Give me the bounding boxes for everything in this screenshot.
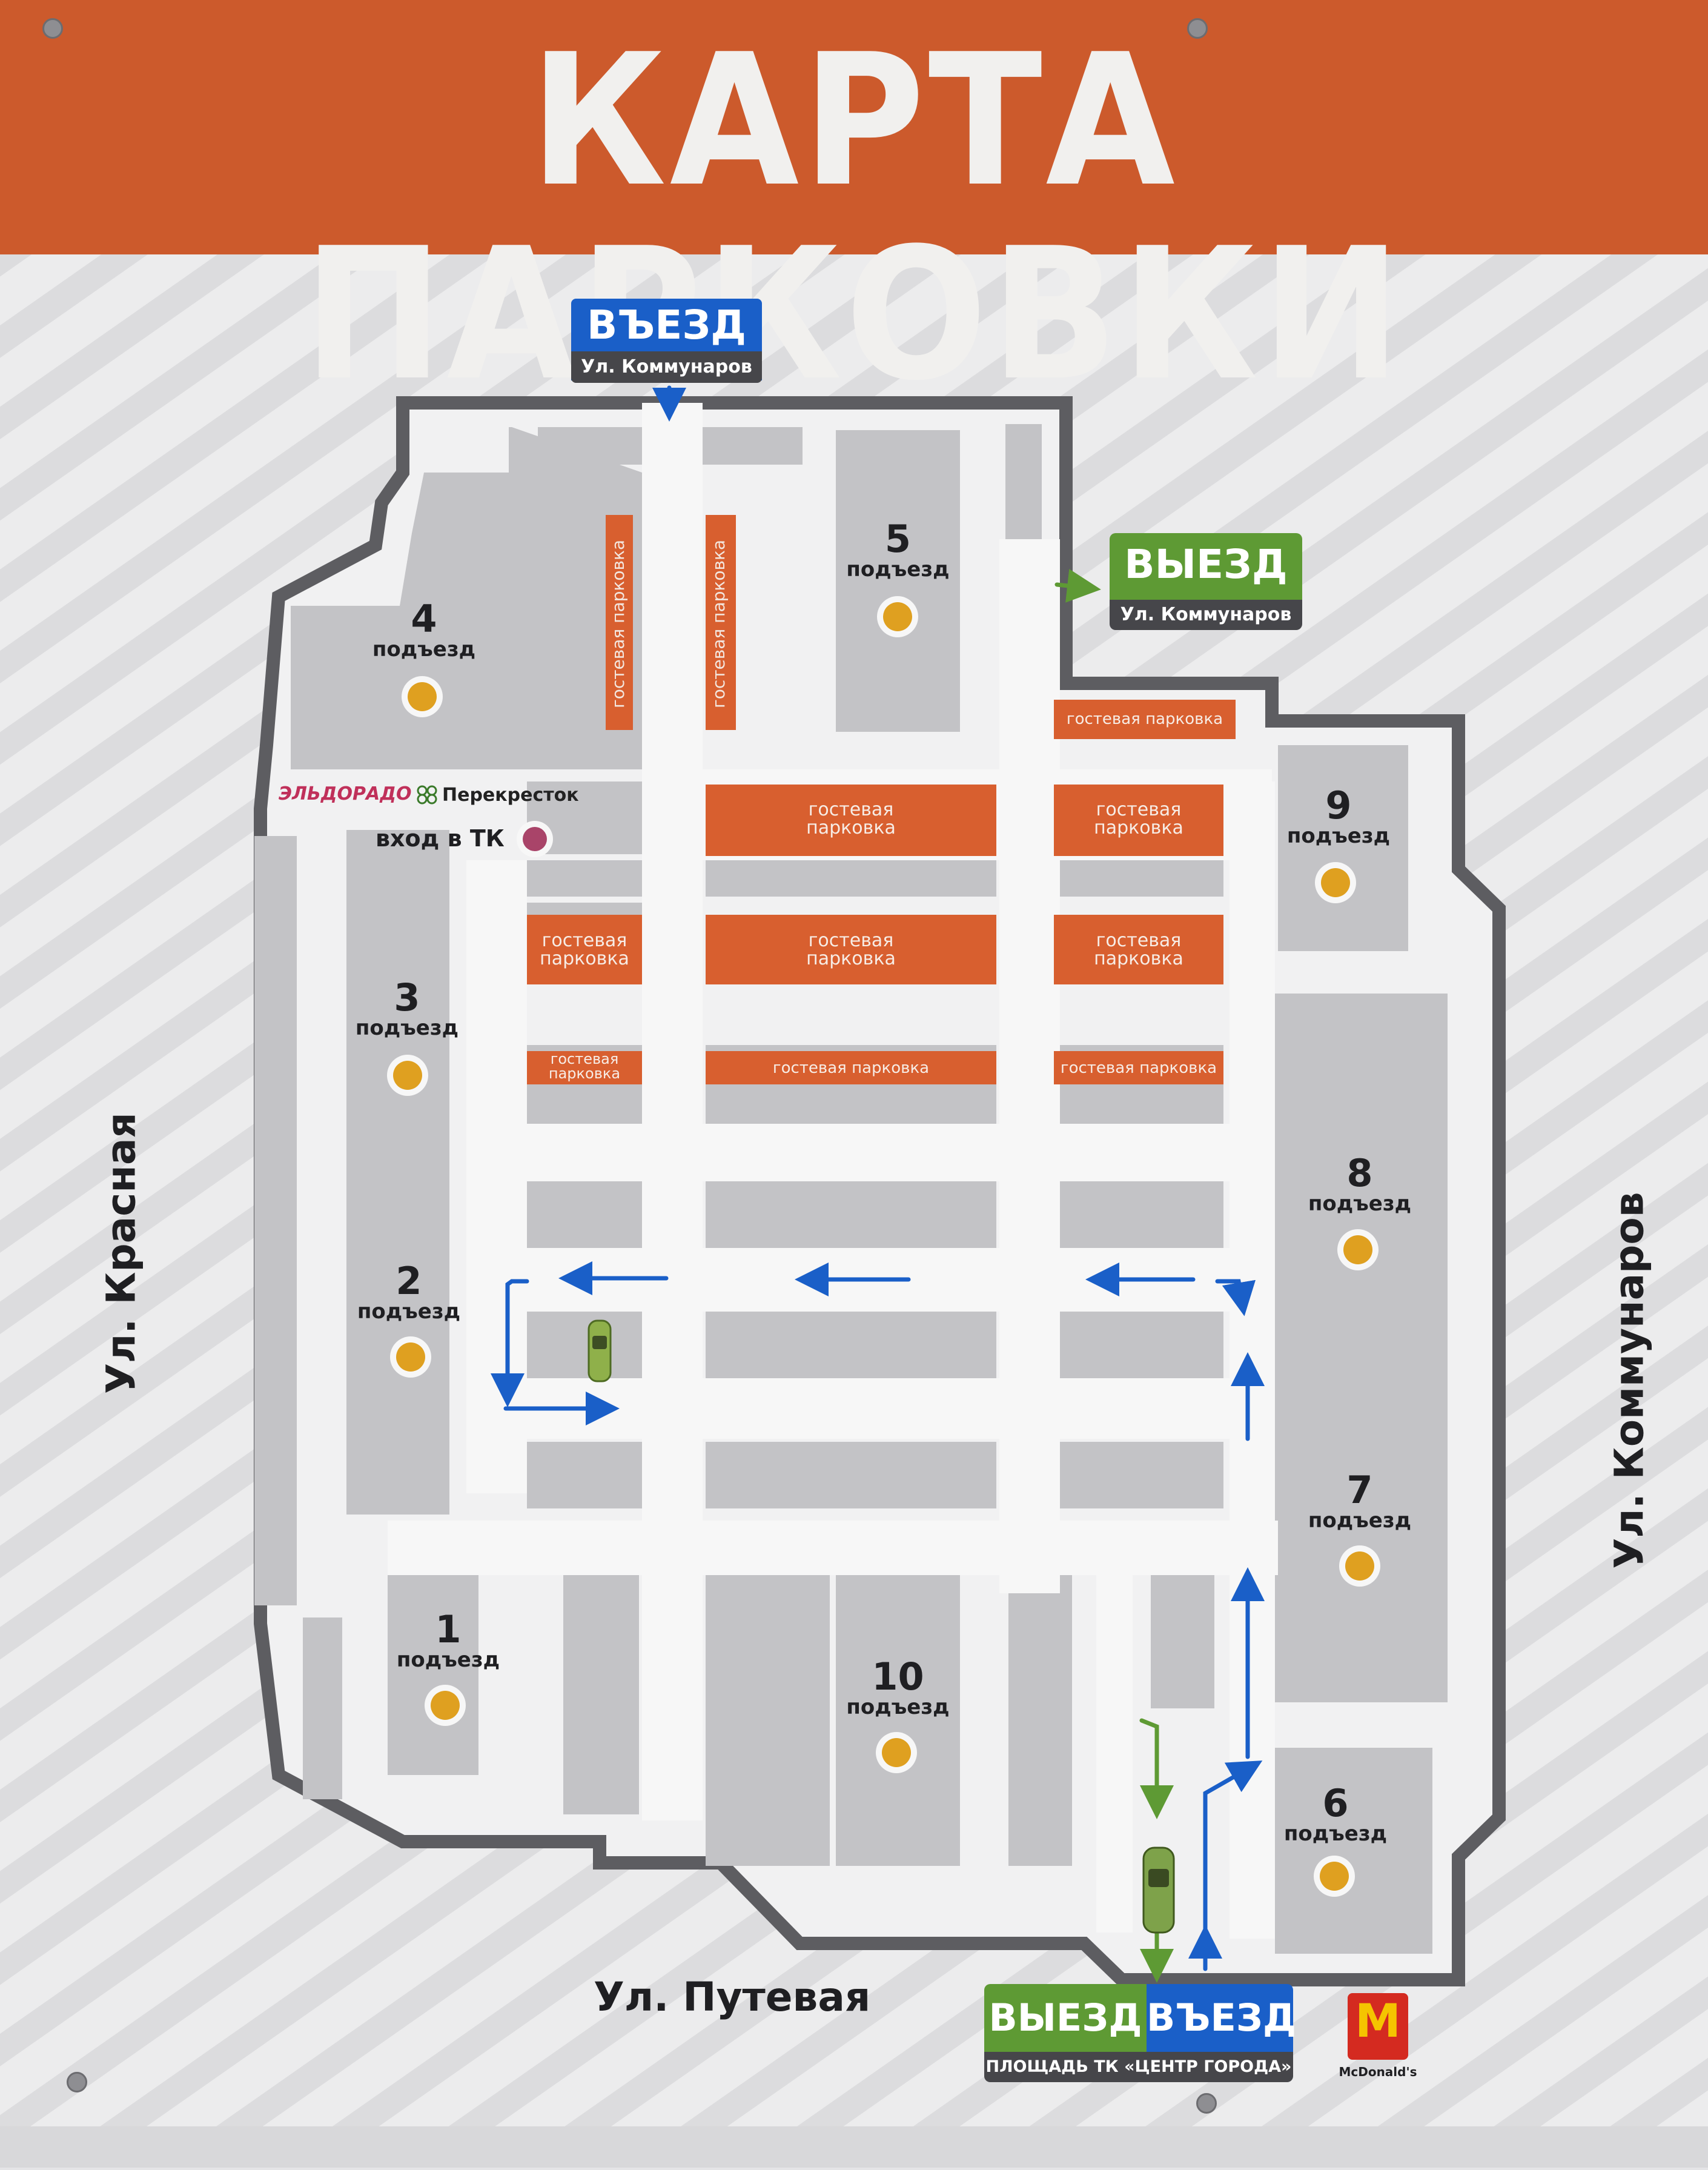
entrance-label: подъезд bbox=[846, 557, 950, 582]
entry-sign-street: Ул. Коммунаров bbox=[571, 351, 762, 383]
guest-parking-line: парковка bbox=[540, 948, 629, 969]
entrance-9: 9 подъезд bbox=[1278, 783, 1399, 848]
guest-parking-line: парковка bbox=[1094, 948, 1183, 969]
guest-parking-label: гостевая парковка bbox=[1054, 932, 1223, 968]
perekrestok-icon bbox=[417, 785, 439, 805]
screw-icon bbox=[67, 2072, 87, 2092]
header-banner bbox=[0, 0, 1708, 254]
entrance-3: 3 подъезд bbox=[346, 975, 468, 1040]
car-icon bbox=[1142, 1846, 1175, 1934]
entrance-6: 6 подъезд bbox=[1275, 1784, 1396, 1845]
exit-sign-bottom: ВЫЕЗД bbox=[984, 1984, 1147, 2052]
guest-parking-line: гостевая bbox=[541, 930, 627, 951]
entrance-number: 2 bbox=[396, 1259, 422, 1303]
exit-sign-street: Ул. Коммунаров bbox=[1110, 600, 1302, 630]
entrance-label: подъезд bbox=[1283, 1822, 1388, 1846]
screw-icon bbox=[1187, 18, 1208, 39]
entrance-label: подъезд bbox=[396, 1648, 500, 1672]
entrance-markers bbox=[387, 596, 1380, 1897]
entrance-number: 10 bbox=[872, 1654, 924, 1699]
street-right: Ул. Коммунаров bbox=[1606, 1192, 1653, 1569]
guest-parking-label: гостевая парковка bbox=[709, 539, 729, 709]
screw-icon bbox=[1196, 2093, 1217, 2114]
exit-sign-right: ВЫЕЗД bbox=[1110, 533, 1302, 600]
entrance-10: 10 подъезд bbox=[836, 1654, 960, 1719]
guest-parking-line: гостевая bbox=[550, 1050, 619, 1067]
entrance-label: подъезд bbox=[1286, 824, 1391, 848]
entrance-number: 5 bbox=[884, 517, 912, 561]
page-title: КАРТА ПАРКОВКИ bbox=[303, 15, 1405, 420]
entrance-number: 4 bbox=[411, 597, 437, 641]
car-icon bbox=[588, 1319, 612, 1382]
street-left: Ул. Красная bbox=[98, 1112, 145, 1394]
bottom-sign-caption: ПЛОЩАДЬ ТК «ЦЕНТР ГОРОДА» bbox=[984, 2052, 1293, 2082]
guest-parking-label: гостевая парковка bbox=[772, 1059, 930, 1077]
entrance-2: 2 подъезд bbox=[348, 1259, 469, 1324]
entrance-8: 8 подъезд bbox=[1299, 1154, 1420, 1215]
guest-parking-label: гостевая парковка bbox=[608, 539, 628, 709]
street-bottom: Ул. Путевая bbox=[594, 1974, 871, 2020]
entrance-number: 8 bbox=[1346, 1151, 1373, 1195]
eldorado-logo: ЭЛЬДОРАДО bbox=[279, 783, 412, 805]
guest-parking-label: гостевая парковка bbox=[706, 932, 996, 968]
entrance-5: 5 подъезд bbox=[836, 517, 960, 582]
guest-parking-label: гостевая парковка bbox=[1066, 710, 1223, 728]
entrance-label: подъезд bbox=[357, 1299, 461, 1324]
exit-sign-label: ВЫЕЗД bbox=[1124, 541, 1288, 588]
guest-parking-line: парковка bbox=[1094, 817, 1183, 838]
guest-parking-label: гостевая парковка bbox=[706, 801, 996, 837]
entry-sign-label: ВЪЕЗД bbox=[586, 302, 747, 348]
mcdonalds-label: McDonald's bbox=[1339, 2065, 1417, 2079]
entrance-1: 1 подъезд bbox=[388, 1610, 509, 1671]
entrance-7: 7 подъезд bbox=[1299, 1468, 1420, 1533]
guest-parking-line: гостевая bbox=[808, 799, 894, 820]
mcdonalds-m-icon: M bbox=[1355, 1994, 1401, 2048]
entrance-number: 7 bbox=[1346, 1468, 1373, 1512]
guest-parking-label: гостевая парковка bbox=[527, 1052, 642, 1081]
mcdonalds-logo: M bbox=[1348, 1993, 1408, 2060]
entry-sign-bottom: ВЪЕЗД bbox=[1147, 1984, 1296, 2052]
guest-parking-label: гостевая парковка bbox=[527, 932, 642, 968]
guest-parking-line: гостевая bbox=[808, 930, 894, 951]
guest-parking-label: гостевая парковка bbox=[1054, 801, 1223, 837]
entrance-number: 1 bbox=[435, 1607, 462, 1651]
guest-parking-line: парковка bbox=[548, 1065, 621, 1082]
guest-parking-line: парковка bbox=[806, 817, 896, 838]
entrance-label: подъезд bbox=[1308, 1192, 1412, 1216]
entrance-label: подъезд bbox=[372, 637, 476, 662]
screw-icon bbox=[42, 18, 63, 39]
entrance-number: 3 bbox=[394, 975, 420, 1020]
entrance-number: 6 bbox=[1322, 1781, 1349, 1825]
guest-parking-line: гостевая bbox=[1096, 930, 1182, 951]
entrance-label: подъезд bbox=[846, 1695, 950, 1719]
entrance-label: подъезд bbox=[355, 1016, 459, 1040]
perekrestok-logo: Перекресток bbox=[442, 785, 579, 806]
traffic-arrows bbox=[491, 385, 1265, 1983]
guest-parking-areas bbox=[527, 515, 1236, 1084]
entrance-4: 4 подъезд bbox=[363, 597, 485, 662]
mall-entrance-label: вход в ТК bbox=[376, 825, 505, 852]
entrance-label: подъезд bbox=[1308, 1508, 1412, 1533]
entrance-number: 9 bbox=[1325, 783, 1352, 828]
guest-parking-line: гостевая bbox=[1096, 799, 1182, 820]
guest-parking-line: парковка bbox=[806, 948, 896, 969]
guest-parking-label: гостевая парковка bbox=[1060, 1059, 1217, 1077]
